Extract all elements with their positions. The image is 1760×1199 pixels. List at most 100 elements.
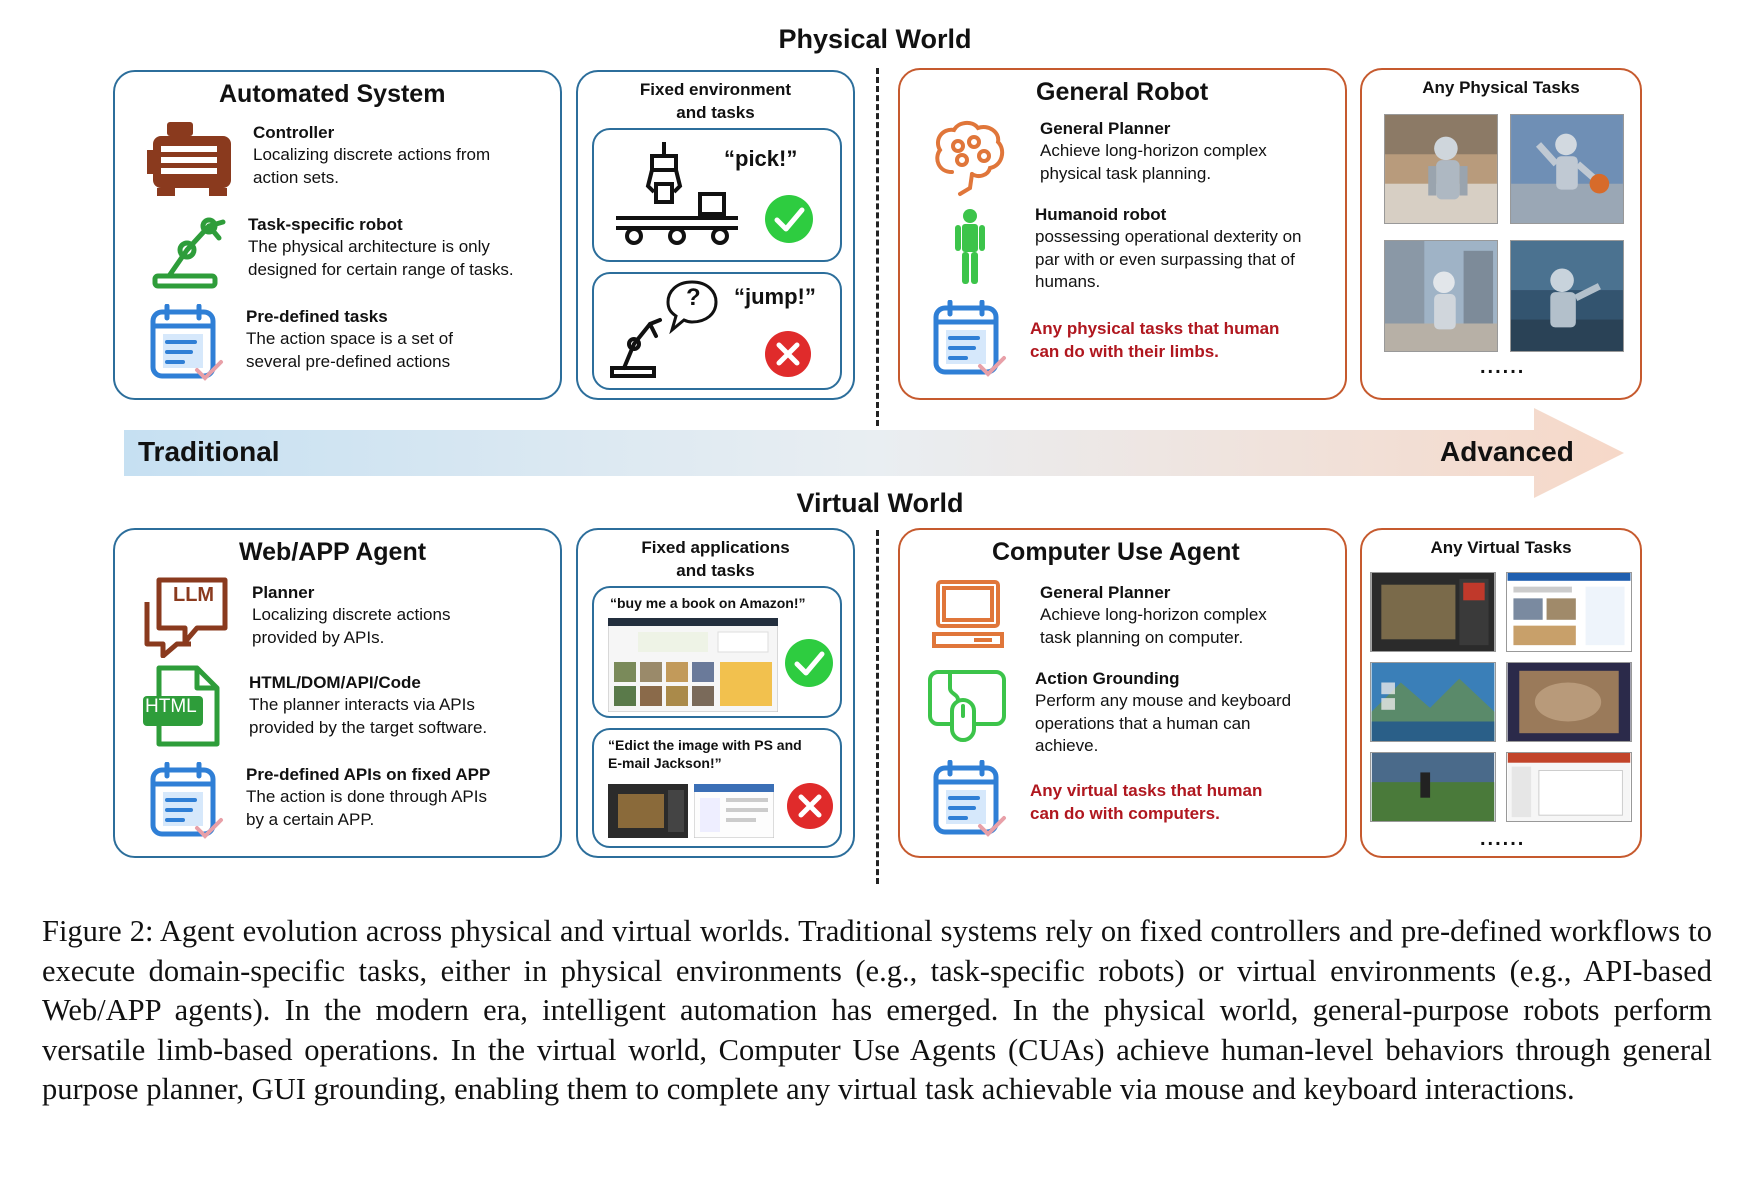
fixed-environment-title: Fixed environment and tasks <box>578 78 853 124</box>
cua-planner-desc-1: Achieve long-horizon complex <box>1040 605 1267 624</box>
humanoid-item: Humanoid robot possessing operational de… <box>1035 204 1302 294</box>
llm-label: LLM <box>173 584 215 606</box>
predefined-apis-item: Pre-defined APIs on fixed APP The action… <box>246 764 490 831</box>
task-robot-item: Task-specific robot The physical archite… <box>248 214 514 281</box>
game-task-image <box>1370 752 1496 822</box>
computer-icon <box>932 580 1004 648</box>
general-robot-card: General Robot General Planner Achieve lo… <box>898 68 1347 400</box>
predefined-tasks-desc-1: The action space is a set of <box>246 329 453 348</box>
amazon-quote: “buy me a book on Amazon!” <box>610 595 806 611</box>
html-code-item: HTML/DOM/API/Code The planner interacts … <box>249 672 487 739</box>
fixed-applications-card: Fixed applications and tasks “buy me a b… <box>576 528 855 858</box>
automated-system-title: Automated System <box>219 80 446 108</box>
general-planner-desc-2: physical task planning. <box>1040 163 1212 183</box>
any-physical-tasks-card: Any Physical Tasks ...... <box>1360 68 1642 400</box>
action-grounding-desc-3: achieve. <box>1035 736 1099 755</box>
web-planner-desc-2: provided by APIs. <box>252 627 385 647</box>
robot-construction-image <box>1384 240 1498 352</box>
robot-basketball-image <box>1510 114 1624 224</box>
humanoid-desc-3: humans. <box>1035 272 1101 291</box>
cua-planner-head: General Planner <box>1040 583 1171 602</box>
general-planner-item: General Planner Achieve long-horizon com… <box>1040 118 1267 185</box>
cua-planner-item: General Planner Achieve long-horizon com… <box>1040 582 1267 649</box>
predefined-apis-desc-2: by a certain APP. <box>246 809 375 829</box>
task-robot-head: Task-specific robot <box>248 215 403 234</box>
fixed-applications-title: Fixed applications and tasks <box>578 536 853 582</box>
jump-quote: “jump!” <box>734 284 816 309</box>
desktop-landscape-image <box>1370 662 1496 742</box>
any-virtual-item: Any virtual tasks that human can do with… <box>1030 780 1262 825</box>
html-code-desc-1: The planner interacts via APIs <box>249 695 475 714</box>
predefined-tasks-head: Pre-defined tasks <box>246 307 388 326</box>
web-planner-desc-1: Localizing discrete actions <box>252 605 451 624</box>
robot-lab-image <box>1510 240 1624 352</box>
predefined-apis-head: Pre-defined APIs on fixed APP <box>246 765 491 784</box>
html-code-desc-2: provided by the target software. <box>249 717 488 737</box>
action-grounding-desc-1: Perform any mouse and keyboard <box>1035 691 1292 710</box>
controller-desc-1: Localizing discrete actions from <box>253 145 491 164</box>
any-virtual-line-1: Any virtual tasks that human <box>1030 781 1263 800</box>
any-physical-line-2: can do with their limbs. <box>1030 341 1219 361</box>
amazon-scenario: “buy me a book on Amazon!” <box>592 586 842 718</box>
cua-planner-desc-2: task planning on computer. <box>1040 627 1244 647</box>
cross-icon <box>765 331 811 377</box>
robot-arm-icon <box>152 217 226 289</box>
powerpoint-task-image <box>1506 752 1632 822</box>
automated-system-card: Automated System Controller Localizing d… <box>113 70 562 400</box>
fixed-applications-title-1: Fixed applications <box>641 538 790 557</box>
fixed-environment-title-2: and tasks <box>676 103 755 122</box>
virtual-world-title: Virtual World <box>796 488 964 518</box>
general-robot-title: General Robot <box>1036 78 1209 106</box>
photoshop-screenshot <box>608 784 688 838</box>
general-planner-desc-1: Achieve long-horizon complex <box>1040 141 1267 160</box>
fixed-environment-title-1: Fixed environment <box>639 80 792 99</box>
controller-head: Controller <box>253 123 335 142</box>
photoshop-task-image <box>1370 572 1496 652</box>
brain-icon <box>935 121 1005 196</box>
clipboard-icon <box>150 762 223 839</box>
web-planner-head: Planner <box>252 583 315 602</box>
photo-viewer-image <box>1506 662 1632 742</box>
cross-icon <box>787 783 833 829</box>
photoshop-quote-1: “Edict the image with PS and <box>608 737 802 753</box>
clipboard-icon <box>933 760 1006 837</box>
robot-kitchen-image <box>1384 114 1498 224</box>
predefined-apis-desc-1: The action is done through APIs <box>246 787 487 806</box>
amazon-screenshot <box>608 618 778 712</box>
email-screenshot <box>694 784 774 838</box>
jump-scenario: ? “jump!” <box>592 272 842 390</box>
web-app-agent-title: Web/APP Agent <box>239 538 427 566</box>
predefined-tasks-item: Pre-defined tasks The action space is a … <box>246 306 453 373</box>
figure-caption: Figure 2: Agent evolution across physica… <box>42 914 1712 1106</box>
humanoid-desc-2: par with or even surpassing that of <box>1035 249 1295 269</box>
traditional-label: Traditional <box>138 436 280 467</box>
progress-arrow <box>124 408 1624 498</box>
any-physical-dots: ...... <box>1480 356 1526 378</box>
humanoid-desc-1: possessing operational dexterity on <box>1035 227 1302 246</box>
any-virtual-line-2: can do with computers. <box>1030 803 1220 823</box>
web-browser-task-image <box>1506 572 1632 652</box>
html-label: HTML <box>145 696 197 717</box>
action-grounding-desc-2: operations that a human can <box>1035 713 1251 733</box>
any-physical-line-1: Any physical tasks that human <box>1030 319 1280 338</box>
any-physical-tasks-title: Any Physical Tasks <box>1422 78 1580 97</box>
controller-icon <box>147 122 231 196</box>
photoshop-quote-2: E-mail Jackson!” <box>608 755 722 771</box>
fixed-applications-title-2: and tasks <box>676 561 755 580</box>
humanoid-head: Humanoid robot <box>1035 205 1167 224</box>
pick-scenario: “pick!” <box>592 128 842 262</box>
general-planner-head: General Planner <box>1040 119 1171 138</box>
controller-item: Controller Localizing discrete actions f… <box>253 122 490 189</box>
conveyor-robot-icon <box>616 142 738 245</box>
physical-world-title: Physical World <box>778 24 972 54</box>
action-grounding-item: Action Grounding Perform any mouse and k… <box>1035 668 1291 758</box>
any-physical-item: Any physical tasks that human can do wit… <box>1030 318 1279 363</box>
clipboard-icon <box>933 300 1006 377</box>
web-app-agent-card: Web/APP Agent LLM Planner Localizing dis… <box>113 528 562 858</box>
task-robot-desc-2: designed for certain range of tasks. <box>248 259 514 279</box>
any-virtual-dots: ...... <box>1480 828 1526 850</box>
task-robot-desc-1: The physical architecture is only <box>248 237 490 256</box>
fixed-environment-card: Fixed environment and tasks “pick!” <box>576 70 855 400</box>
html-code-head: HTML/DOM/API/Code <box>249 673 421 692</box>
center-divider-lower <box>876 530 879 884</box>
